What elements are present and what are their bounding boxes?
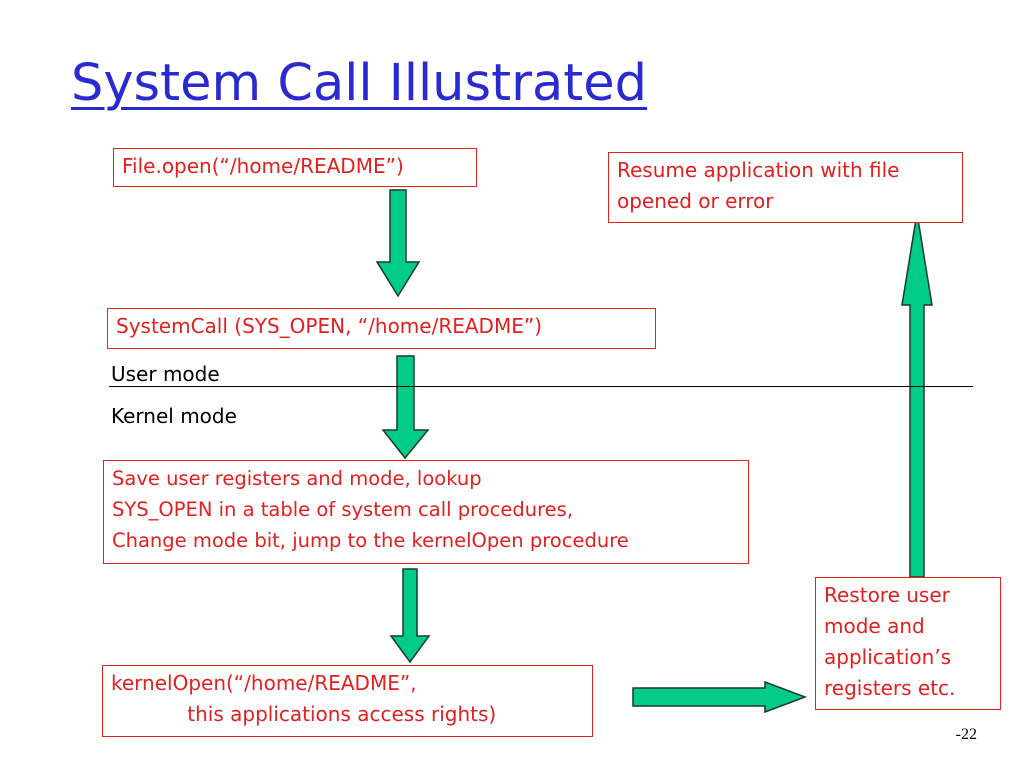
mode-divider-line [109,386,973,387]
arrow-up [901,212,933,578]
kernel-open-box: kernelOpen(“/home/README”, this applicat… [102,665,593,737]
page-number: -22 [955,726,977,743]
arrow-down-1 [375,189,421,298]
arrow-right [632,680,808,714]
file-open-box: File.open(“/home/README”) [113,148,477,187]
user-mode-label: User mode [111,362,220,386]
system-call-box: SystemCall (SYS_OPEN, “/home/README”) [107,308,656,349]
restore-user-mode-box: Restore user mode and application’s regi… [815,577,1001,710]
save-registers-box: Save user registers and mode, lookup SYS… [103,460,749,564]
slide-title: System Call Illustrated [71,54,648,113]
resume-application-box: Resume application with file opened or e… [608,152,963,223]
arrow-down-3 [389,568,431,664]
kernel-mode-label: Kernel mode [111,404,237,428]
arrow-down-2 [381,355,430,460]
